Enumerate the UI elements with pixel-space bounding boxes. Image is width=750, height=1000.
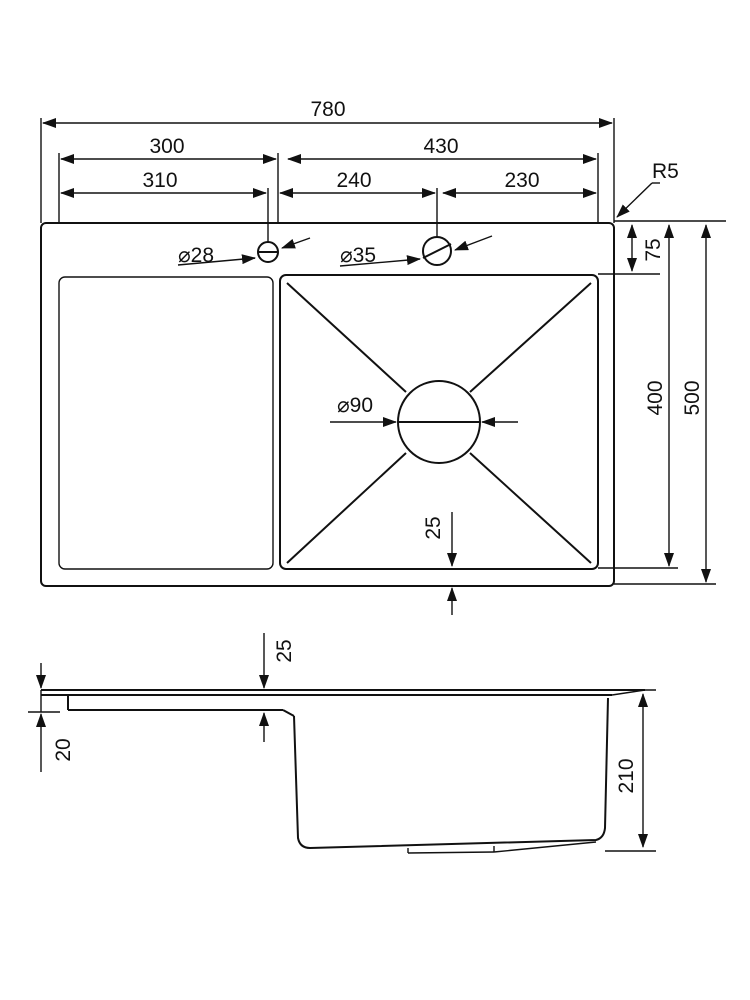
dim-hole-28: ⌀28 [178,244,214,267]
bowl [279,274,599,570]
sink-outline [40,222,615,587]
dim-240: 240 [336,169,371,192]
dim-25-rim: 25 [273,639,296,662]
bowl-profile [293,697,609,850]
dim-r5: R5 [652,160,679,183]
drainboard [58,276,274,570]
dim-hole-35: ⌀35 [340,244,376,267]
dim-230: 230 [504,169,539,192]
dim-20: 20 [52,738,75,761]
dim-75: 75 [642,238,665,261]
dim-400: 400 [644,380,667,415]
dim-500: 500 [681,380,704,415]
dim-210: 210 [615,758,638,793]
dim-780: 780 [310,98,345,121]
dim-430: 430 [423,135,458,158]
dim-310: 310 [142,169,177,192]
dim-25-front: 25 [422,516,445,539]
top-view: 780 300 430 310 240 230 R5 ⌀28 ⌀35 ⌀90 7… [40,98,726,615]
dim-300: 300 [149,135,184,158]
bowl-slope-lines [286,282,592,564]
side-view: 25 20 210 [28,633,656,854]
dim-drain-90: ⌀90 [337,394,373,417]
